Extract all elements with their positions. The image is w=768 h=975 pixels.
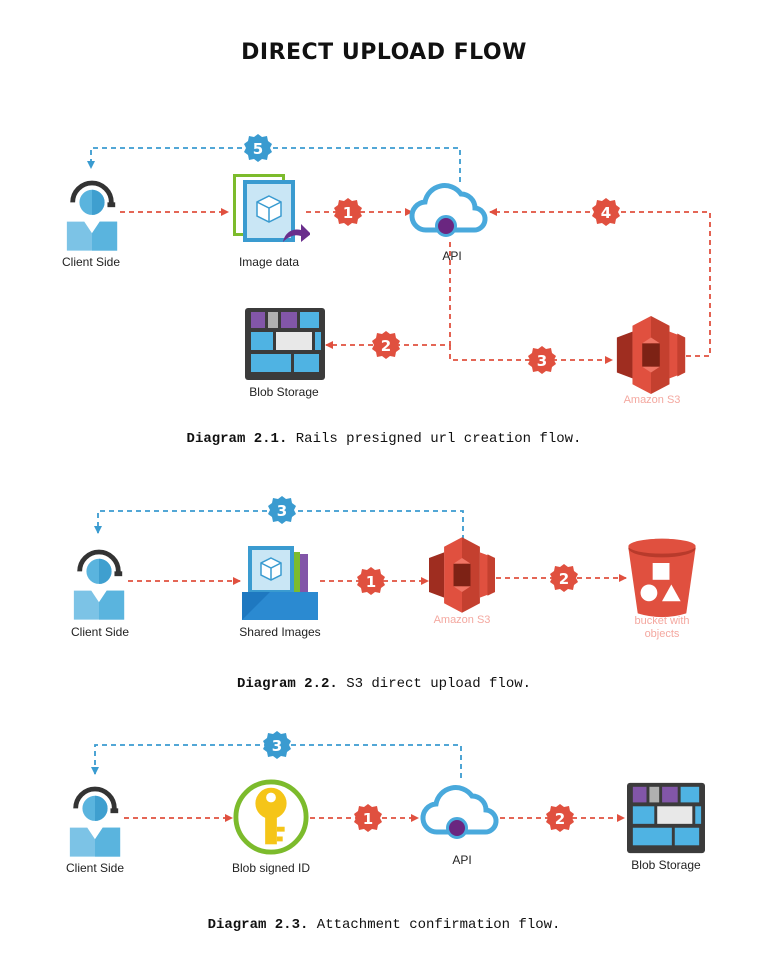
image-data-icon (232, 173, 310, 243)
diagram-2-2: Client Side Shared Images Amazon S3 buck… (71, 496, 696, 640)
flow-line-2 (325, 242, 451, 349)
svg-text:3: 3 (277, 502, 287, 520)
caption-text: S3 direct upload flow. (337, 676, 532, 692)
bucket-label-line-1: bucket with (634, 615, 689, 627)
badge-1: 1 (357, 567, 385, 595)
caption-bold: Diagram 2.2. (236, 676, 338, 692)
amazon-s3-icon (429, 537, 495, 613)
badge-5: 5 (244, 134, 272, 162)
svg-text:3: 3 (272, 737, 282, 755)
badge-2: 2 (546, 804, 574, 832)
caption-text: Attachment confirmation flow. (308, 917, 561, 933)
svg-text:1: 1 (343, 204, 353, 222)
client-user-icon (70, 789, 120, 857)
blob-storage-label: Blob Storage (249, 385, 319, 399)
page-title: DIRECT UPLOAD FLOW (241, 40, 527, 65)
diagram-2-3-caption: Diagram 2.3. Attachment confirmation flo… (0, 917, 768, 933)
badge-3: 3 (263, 731, 291, 759)
amazon-s3-label: Amazon S3 (434, 614, 491, 626)
image-data-label: Image data (239, 255, 299, 269)
api-label: API (452, 853, 471, 867)
badge-2: 2 (372, 331, 400, 359)
api-label: API (442, 249, 461, 263)
badge-1: 1 (354, 804, 382, 832)
badge-4: 4 (592, 198, 620, 226)
svg-text:5: 5 (253, 140, 263, 158)
shared-images-icon (241, 545, 319, 621)
svg-text:1: 1 (363, 810, 373, 828)
diagram-2-1: Client Side Image data API Blob Storage … (62, 134, 711, 406)
svg-text:1: 1 (366, 573, 376, 591)
flow-line-3 (449, 345, 613, 364)
api-cloud-icon (412, 186, 485, 235)
badge-2: 2 (550, 564, 578, 592)
diagram-2-2-caption: Diagram 2.2. S3 direct upload flow. (0, 676, 768, 692)
caption-bold: Diagram 2.3. (207, 917, 309, 933)
badge-3: 3 (268, 496, 296, 524)
client-user-icon (74, 552, 124, 620)
client-label: Client Side (66, 861, 124, 875)
blob-storage-label: Blob Storage (631, 858, 701, 872)
svg-text:2: 2 (559, 570, 569, 588)
blob-storage-icon (245, 308, 325, 380)
badge-1: 1 (334, 198, 362, 226)
flow-line-5 (87, 147, 461, 182)
diagram-2-3: Client Side Blob signed ID API Blob Stor… (66, 731, 705, 875)
bucket-label-line-2: objects (645, 628, 680, 640)
caption-bold: Diagram 2.1. (186, 431, 288, 447)
diagram-2-1-caption: Diagram 2.1. Rails presigned url creatio… (0, 431, 768, 447)
flow-line-4 (489, 208, 711, 357)
svg-text:2: 2 (555, 810, 565, 828)
client-label: Client Side (71, 625, 129, 639)
svg-text:4: 4 (601, 204, 611, 222)
bucket-icon (628, 538, 696, 618)
key-icon (236, 782, 306, 852)
svg-text:3: 3 (537, 352, 547, 370)
blob-storage-icon (627, 782, 705, 854)
caption-text: Rails presigned url creation flow. (287, 431, 582, 447)
amazon-s3-label: Amazon S3 (624, 394, 681, 406)
badge-3: 3 (528, 346, 556, 374)
svg-text:2: 2 (381, 337, 391, 355)
api-cloud-icon (423, 788, 496, 837)
client-label: Client Side (62, 255, 120, 269)
client-user-icon (67, 183, 117, 251)
blob-signed-id-label: Blob signed ID (232, 861, 310, 875)
shared-images-label: Shared Images (239, 625, 320, 639)
amazon-s3-icon (616, 316, 686, 394)
